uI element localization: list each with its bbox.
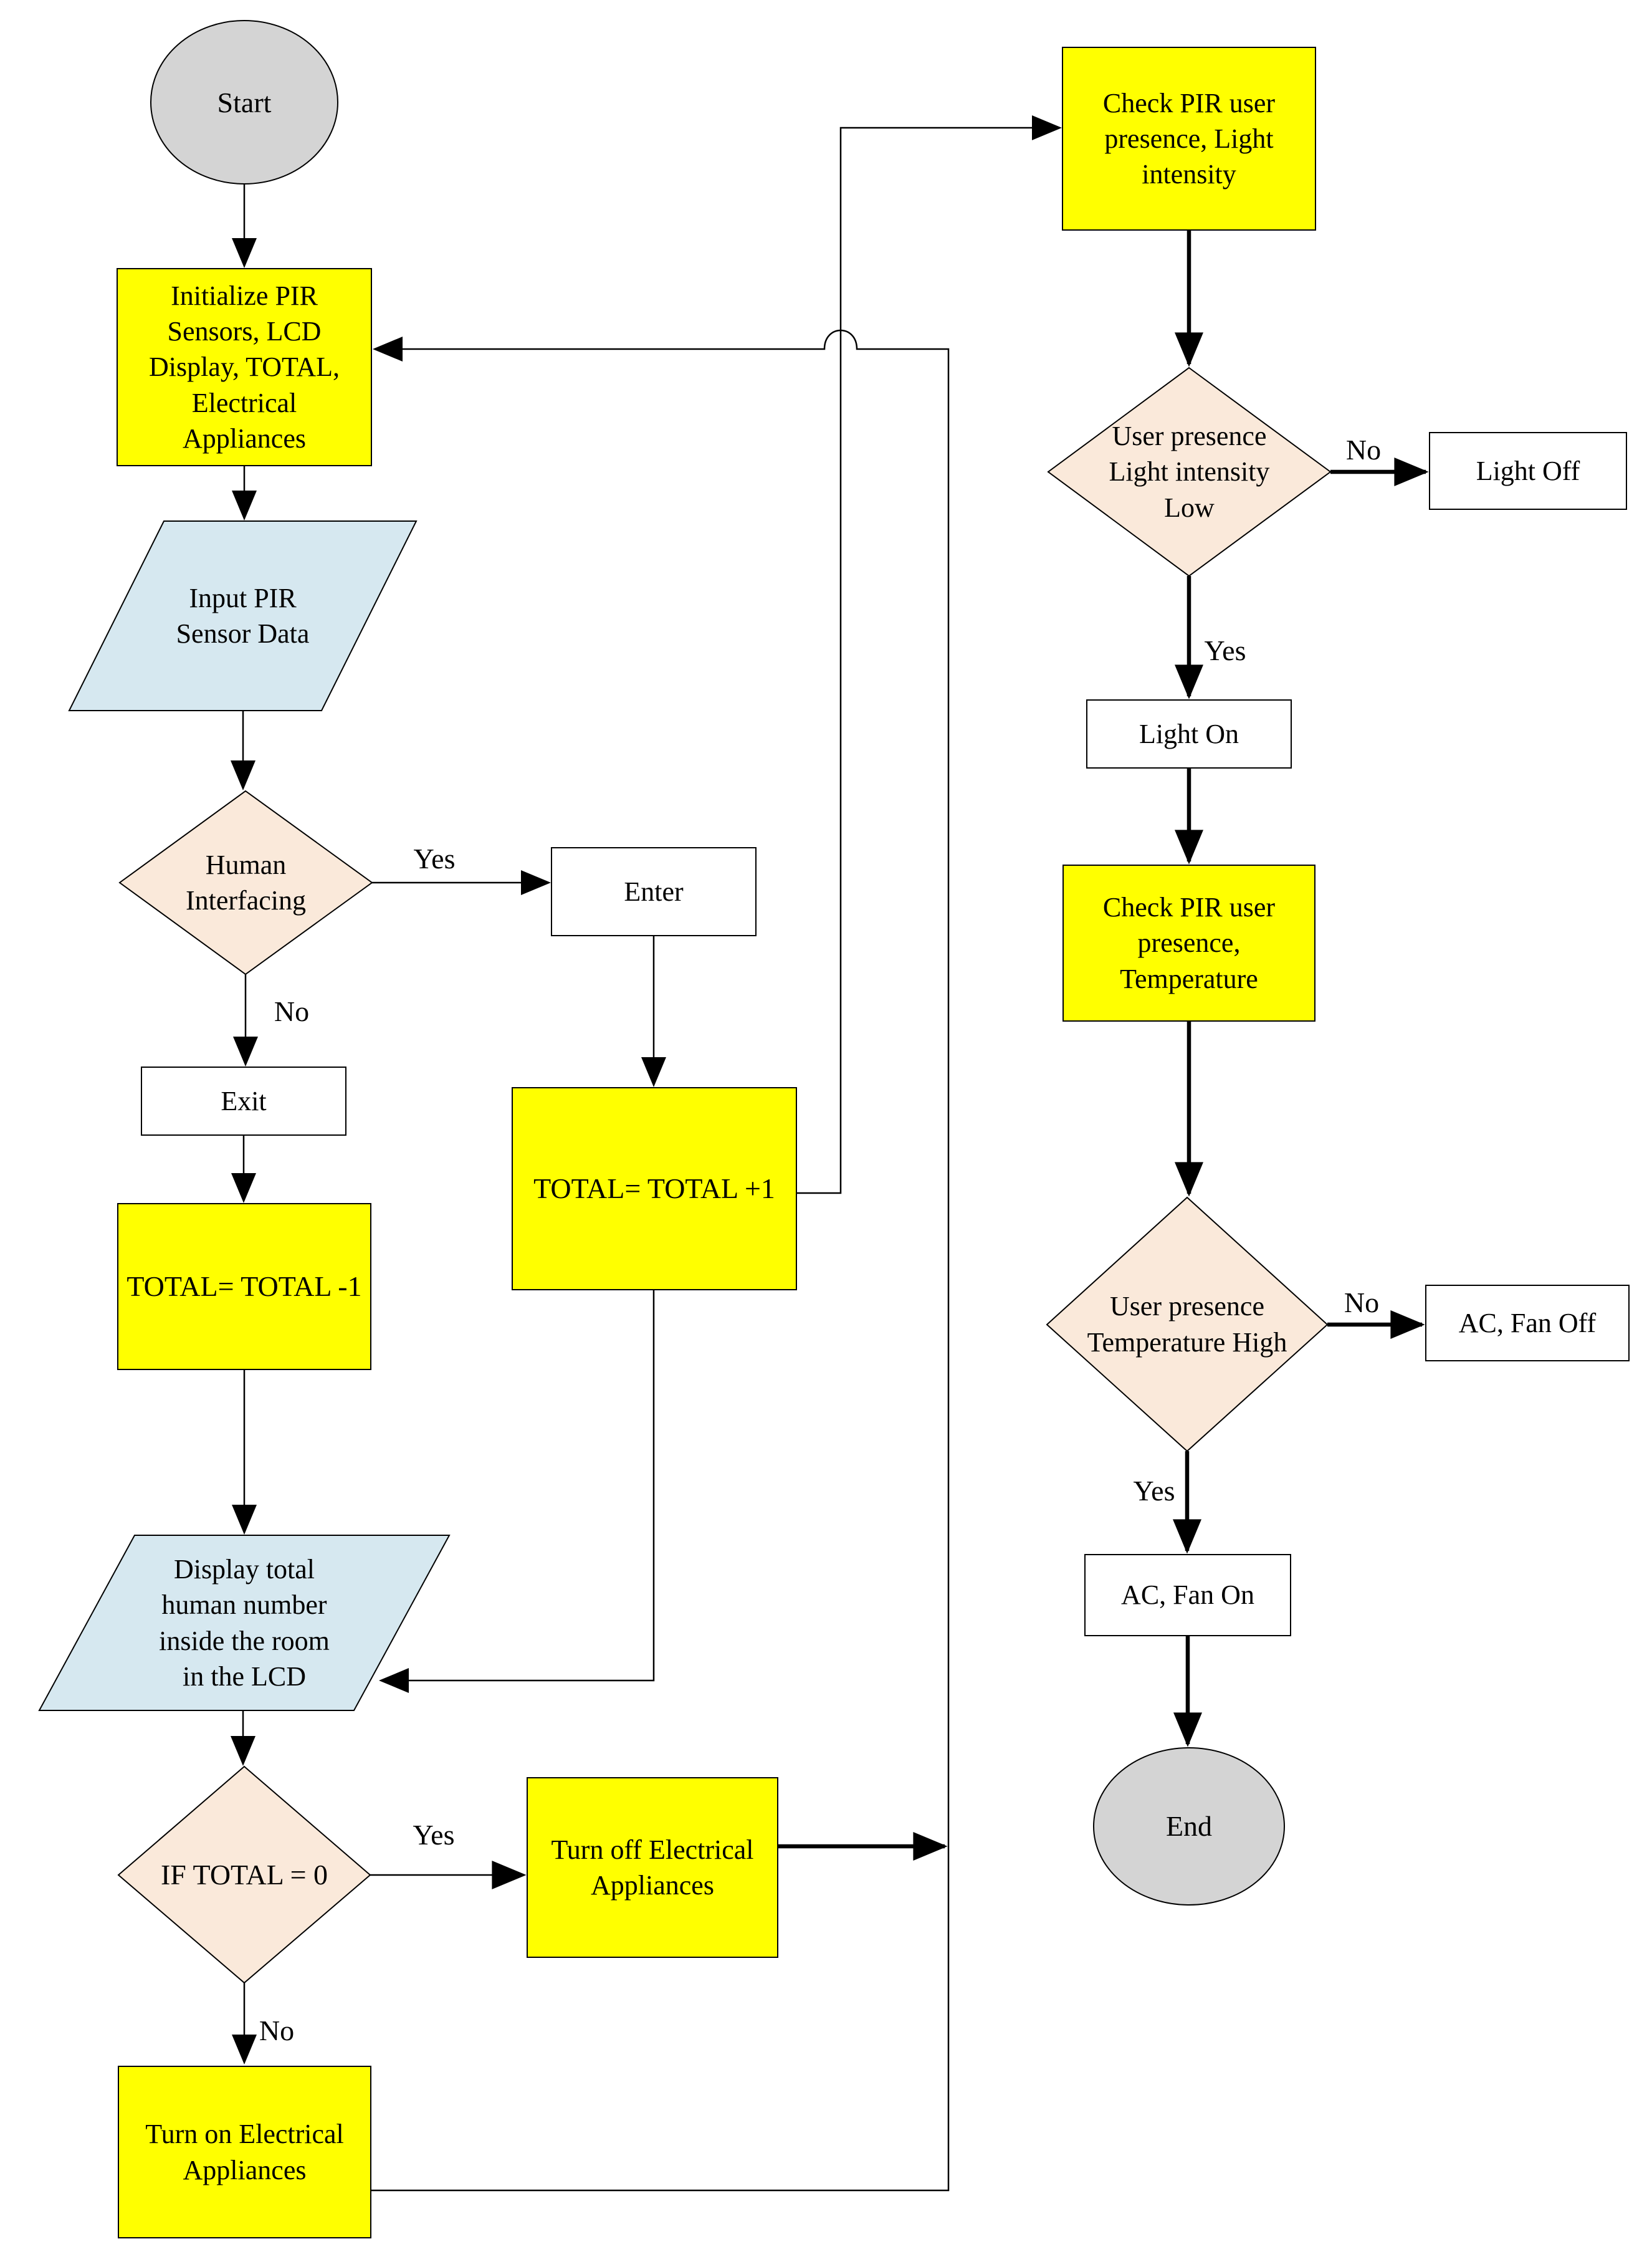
enter-process-shape bbox=[551, 847, 757, 936]
temp-decision-shape bbox=[1046, 1196, 1329, 1452]
start-terminator-shape bbox=[150, 20, 338, 185]
light-decision-shape bbox=[1047, 367, 1332, 577]
end-terminator-shape bbox=[1093, 1747, 1285, 1906]
init-process-shape bbox=[117, 268, 372, 466]
total-plus1-process-shape bbox=[512, 1087, 797, 1290]
display-io-shape bbox=[38, 1535, 451, 1711]
shapes bbox=[38, 20, 1630, 2238]
ac-fan-off-process-shape bbox=[1425, 1285, 1630, 1361]
check-temp-process-shape bbox=[1062, 865, 1315, 1022]
edge-feedback-turnon-to-init bbox=[371, 329, 950, 2192]
if-total-decision-shape bbox=[117, 1765, 371, 1984]
check-light-process-shape bbox=[1062, 47, 1316, 231]
exit-process-shape bbox=[141, 1067, 346, 1136]
light-off-process-shape bbox=[1429, 432, 1627, 510]
total-minus1-process-shape bbox=[117, 1203, 371, 1370]
edge-totalp1-to-checklight bbox=[796, 115, 1062, 1194]
human-decision-shape bbox=[118, 790, 373, 976]
turn-off-process-shape bbox=[527, 1777, 778, 1958]
light-on-process-shape bbox=[1086, 699, 1292, 769]
ac-fan-on-process-shape bbox=[1084, 1554, 1291, 1636]
turn-on-process-shape bbox=[118, 2066, 371, 2238]
edge-totalp1-to-display bbox=[379, 1290, 655, 1693]
edges bbox=[231, 115, 1429, 2192]
input-io-shape bbox=[68, 520, 418, 711]
